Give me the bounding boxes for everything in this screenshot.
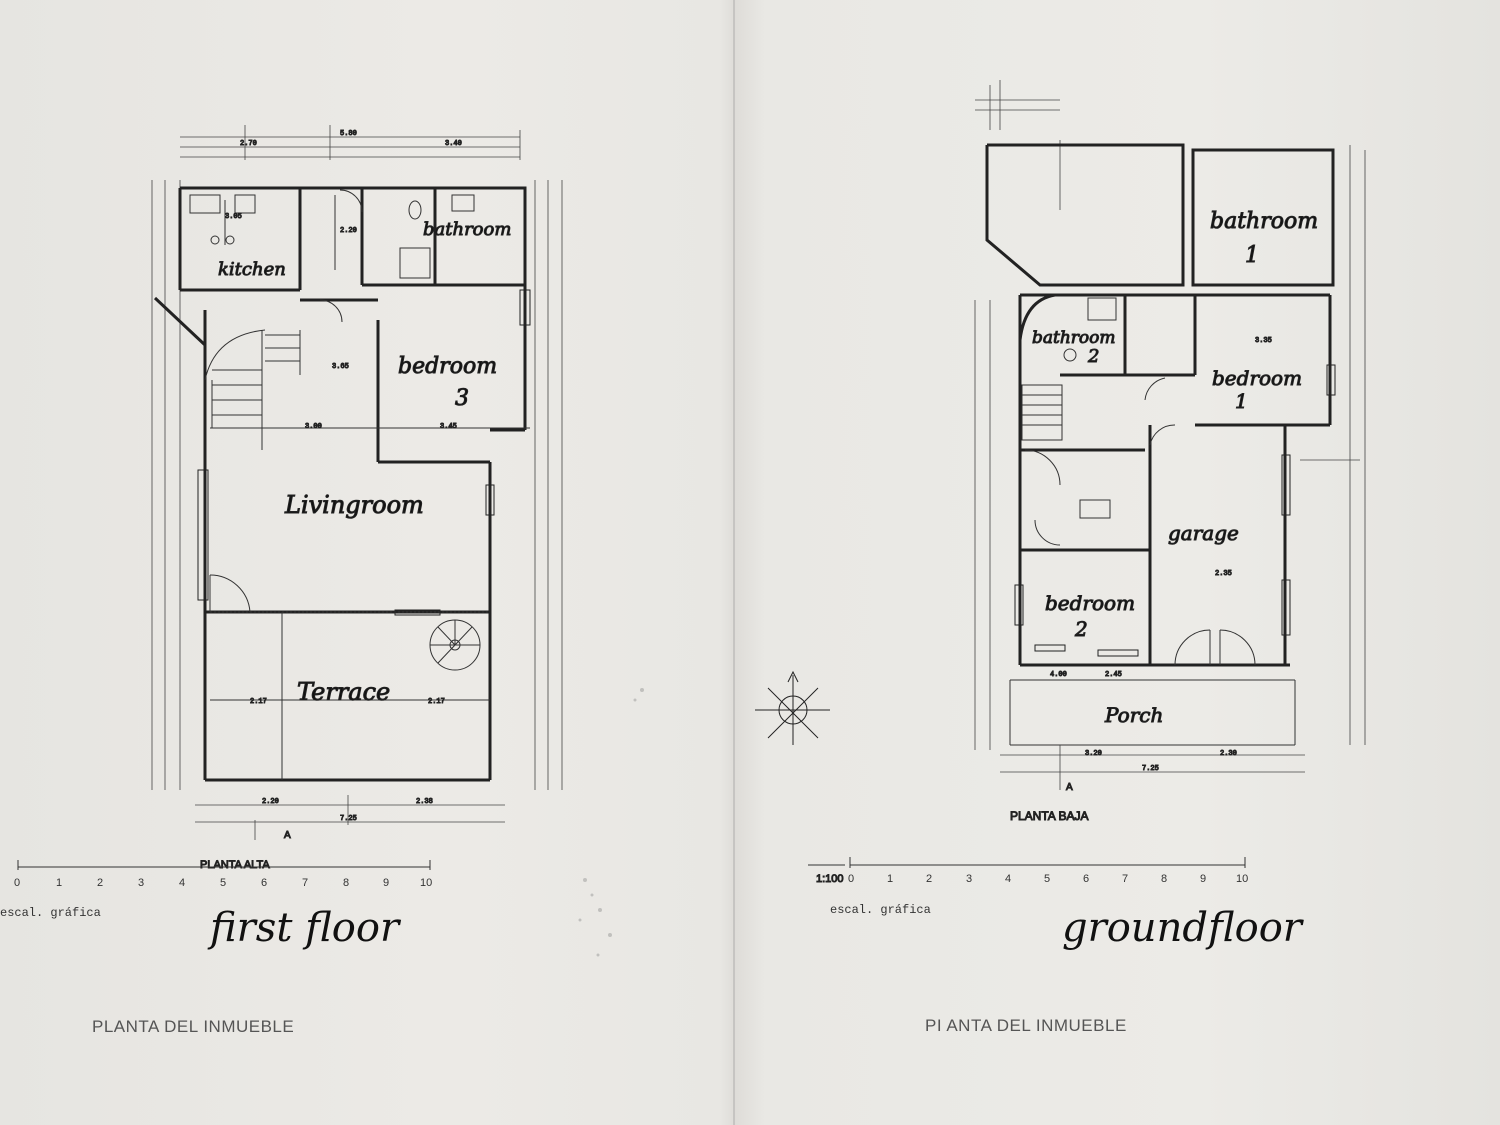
garage-doors <box>1024 377 1256 666</box>
gf-scale-tick: 4 <box>1005 873 1011 885</box>
ground-floor-scale-label: escal. gráfica <box>830 903 931 917</box>
room-label-bedroom-1-number: 1 <box>1235 389 1248 413</box>
ff-scale-tick: 8 <box>343 877 349 889</box>
room-label-bathroom-2-number: 2 <box>1087 346 1099 367</box>
first-floor-handwritten-title: first floor <box>210 905 400 951</box>
first-floor-top-dimensions <box>180 125 521 160</box>
north-arrow-icon <box>755 670 830 745</box>
room-label-bedroom-3-number: 3 <box>455 386 469 411</box>
first-floor-caption: PLANTA DEL INMUEBLE <box>92 1017 295 1036</box>
ff-scale-tick: 7 <box>302 877 308 889</box>
first-floor-scale-bar <box>17 860 431 870</box>
dim-d2: 2.20 <box>340 227 357 235</box>
dim-d5: 3.45 <box>440 423 457 431</box>
dim-bottom-left: 2.20 <box>262 798 279 806</box>
dim-d4: 3.00 <box>305 423 322 431</box>
room-label-garage: garage <box>1168 521 1239 545</box>
first-floor-scale-label: escal. gráfica <box>0 906 101 920</box>
gf-dim-d7: 2.30 <box>1220 750 1237 758</box>
ff-scale-tick: 10 <box>420 877 432 889</box>
gf-dim-d3: 4.00 <box>1050 671 1067 679</box>
ground-floor-caption: PI ANTA DEL INMUEBLE <box>925 1016 1127 1035</box>
first-floor-plan: 5.80 2.70 3.40 <box>17 125 563 872</box>
room-label-bathroom-2: bathroom <box>1032 328 1116 348</box>
room-label-livingroom: Livingroom <box>284 491 424 519</box>
ff-scale-tick: 3 <box>138 877 144 889</box>
first-floor-plan-title: PLANTA ALTA <box>200 859 270 871</box>
dim-top-left: 2.70 <box>240 140 257 148</box>
ground-floor-stair <box>1021 384 1063 441</box>
print-smudge <box>578 688 644 957</box>
ground-floor-handwritten-title: groundfloor <box>1062 905 1302 951</box>
gf-scale-tick: 9 <box>1200 873 1206 885</box>
gf-dim-d2: 2.35 <box>1215 570 1232 578</box>
room-label-bathroom: bathroom <box>423 219 511 240</box>
dim-d6: 2.17 <box>250 698 267 706</box>
first-floor-right-dimensions <box>534 180 563 790</box>
gf-dim-d4: 2.45 <box>1105 671 1122 679</box>
section-marker-ground: A <box>1066 782 1073 793</box>
room-label-porch: Porch <box>1104 703 1163 727</box>
dim-d3: 3.65 <box>332 363 349 371</box>
gf-scale-tick: 2 <box>926 873 932 885</box>
gf-scale-tick: 6 <box>1083 873 1089 885</box>
spiral-stair <box>429 619 481 671</box>
ground-floor-plan: 3.35 2.35 4.00 2.45 7.25 3.20 2.30 A bat… <box>808 80 1366 886</box>
dim-bottom-total: 7.25 <box>340 815 357 823</box>
gf-dim-d5: 7.25 <box>1142 765 1159 773</box>
gf-scale-tick: 10 <box>1236 873 1248 885</box>
first-floor-scale-ticks: 0 1 2 3 4 5 6 7 8 9 10 <box>14 877 432 889</box>
gf-scale-tick: 0 <box>848 873 854 885</box>
dim-d7: 2.17 <box>428 698 445 706</box>
gf-scale-tick: 3 <box>966 873 972 885</box>
ff-scale-tick: 6 <box>261 877 267 889</box>
room-label-terrace: Terrace <box>297 678 390 706</box>
ground-floor-scale-bar <box>808 857 1246 868</box>
room-label-bathroom-1-number: 1 <box>1245 243 1259 268</box>
room-label-bedroom-2: bedroom <box>1045 591 1135 615</box>
ground-floor-walls <box>985 143 1335 667</box>
ground-floor-scale-prefix: 1:100 <box>816 873 844 885</box>
dim-bottom-right: 2.38 <box>416 798 433 806</box>
gf-scale-tick: 7 <box>1122 873 1128 885</box>
first-floor-stair <box>204 329 301 450</box>
first-floor-left-dimensions <box>151 180 181 790</box>
ff-scale-tick: 4 <box>179 877 185 889</box>
gf-scale-tick: 8 <box>1161 873 1167 885</box>
dim-d1: 3.05 <box>225 213 242 221</box>
ff-scale-tick: 1 <box>56 877 62 889</box>
room-label-bedroom-3: bedroom <box>398 354 497 379</box>
gf-dim-d1: 3.35 <box>1255 337 1272 345</box>
room-label-bathroom-1: bathroom <box>1210 209 1318 234</box>
ff-scale-tick: 5 <box>220 877 226 889</box>
ff-scale-tick: 2 <box>97 877 103 889</box>
ff-scale-tick: 9 <box>383 877 389 889</box>
room-label-bedroom-2-number: 2 <box>1074 617 1088 641</box>
dim-overall-width: 5.80 <box>340 130 357 138</box>
room-label-kitchen: kitchen <box>218 259 286 280</box>
gf-scale-tick: 1 <box>887 873 893 885</box>
dim-top-right: 3.40 <box>445 140 462 148</box>
page-fold <box>733 0 735 1125</box>
room-label-bedroom-1: bedroom <box>1212 366 1302 390</box>
gf-scale-tick: 5 <box>1044 873 1050 885</box>
gf-dim-d6: 3.20 <box>1085 750 1102 758</box>
section-marker-first: A <box>284 830 291 841</box>
ground-floor-plan-title: PLANTA BAJA <box>1010 809 1088 823</box>
ff-scale-tick: 0 <box>14 877 20 889</box>
ground-floor-scale-ticks: 0 1 2 3 4 5 6 7 8 9 10 <box>848 873 1248 885</box>
